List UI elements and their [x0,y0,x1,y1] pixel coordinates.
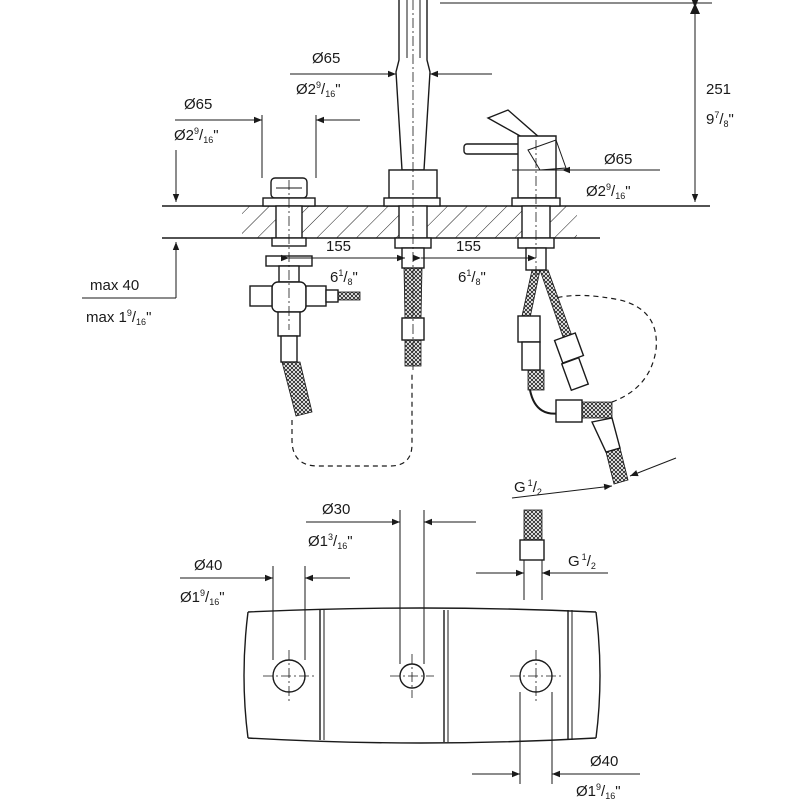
spout-dia-in-label: Ø29/16" [296,80,341,99]
mounting-holes [263,650,562,702]
right-dia-in-label: Ø29/16" [586,182,631,201]
hole-center-in-label: Ø13/16" [308,532,353,551]
hole-center-mm-label: Ø30 [322,501,350,518]
height-mm-label: 251 [706,81,731,98]
deck-plan [243,607,601,744]
hole-right-in-label: Ø19/16" [576,782,621,800]
dashed-hose-paths [291,294,657,467]
spacing-right-mm-label: 155 [456,238,481,255]
hole-left-dimension: Ø40 Ø19/16" [180,557,350,660]
right-diameter-dimension: Ø65 Ø29/16" [512,151,660,201]
spout-dia-mm-label: Ø65 [312,50,340,67]
spacing-left-mm-label: 155 [326,238,351,255]
right-mixer [463,109,629,485]
spacing-dimensions: 155 155 61/8" 61/8" [281,238,536,287]
height-in-label: 97/8" [706,110,734,129]
right-dia-mm-label: Ø65 [604,151,632,168]
hand-shower [383,0,441,372]
left-dia-mm-label: Ø65 [184,96,212,113]
deck-section [162,205,710,239]
left-valve [249,177,361,417]
spacing-left-in-label: 61/8" [330,268,358,287]
left-dia-in-label: Ø29/16" [174,126,219,145]
hole-left-mm-label: Ø40 [194,557,222,574]
spacing-right-in-label: 61/8" [458,268,486,287]
hole-right-mm-label: Ø40 [590,753,618,770]
height-dimension: 251 97/8" [440,0,734,202]
max-thickness-mm-label: max 40 [90,277,139,294]
hose-end-detail [519,509,545,600]
spout-diameter-dimension: Ø65 Ø29/16" [290,50,492,99]
hole-center-dimension: Ø30 Ø13/16" [306,501,476,664]
max-thickness-dimension: max 40 max 19/16" [82,150,180,327]
left-diameter-dimension: Ø65 Ø29/16" [174,96,360,178]
hole-right-dimension: Ø40 Ø19/16" [472,692,640,800]
max-thickness-in-label: max 19/16" [86,308,151,327]
hole-left-in-label: Ø19/16" [180,588,225,607]
